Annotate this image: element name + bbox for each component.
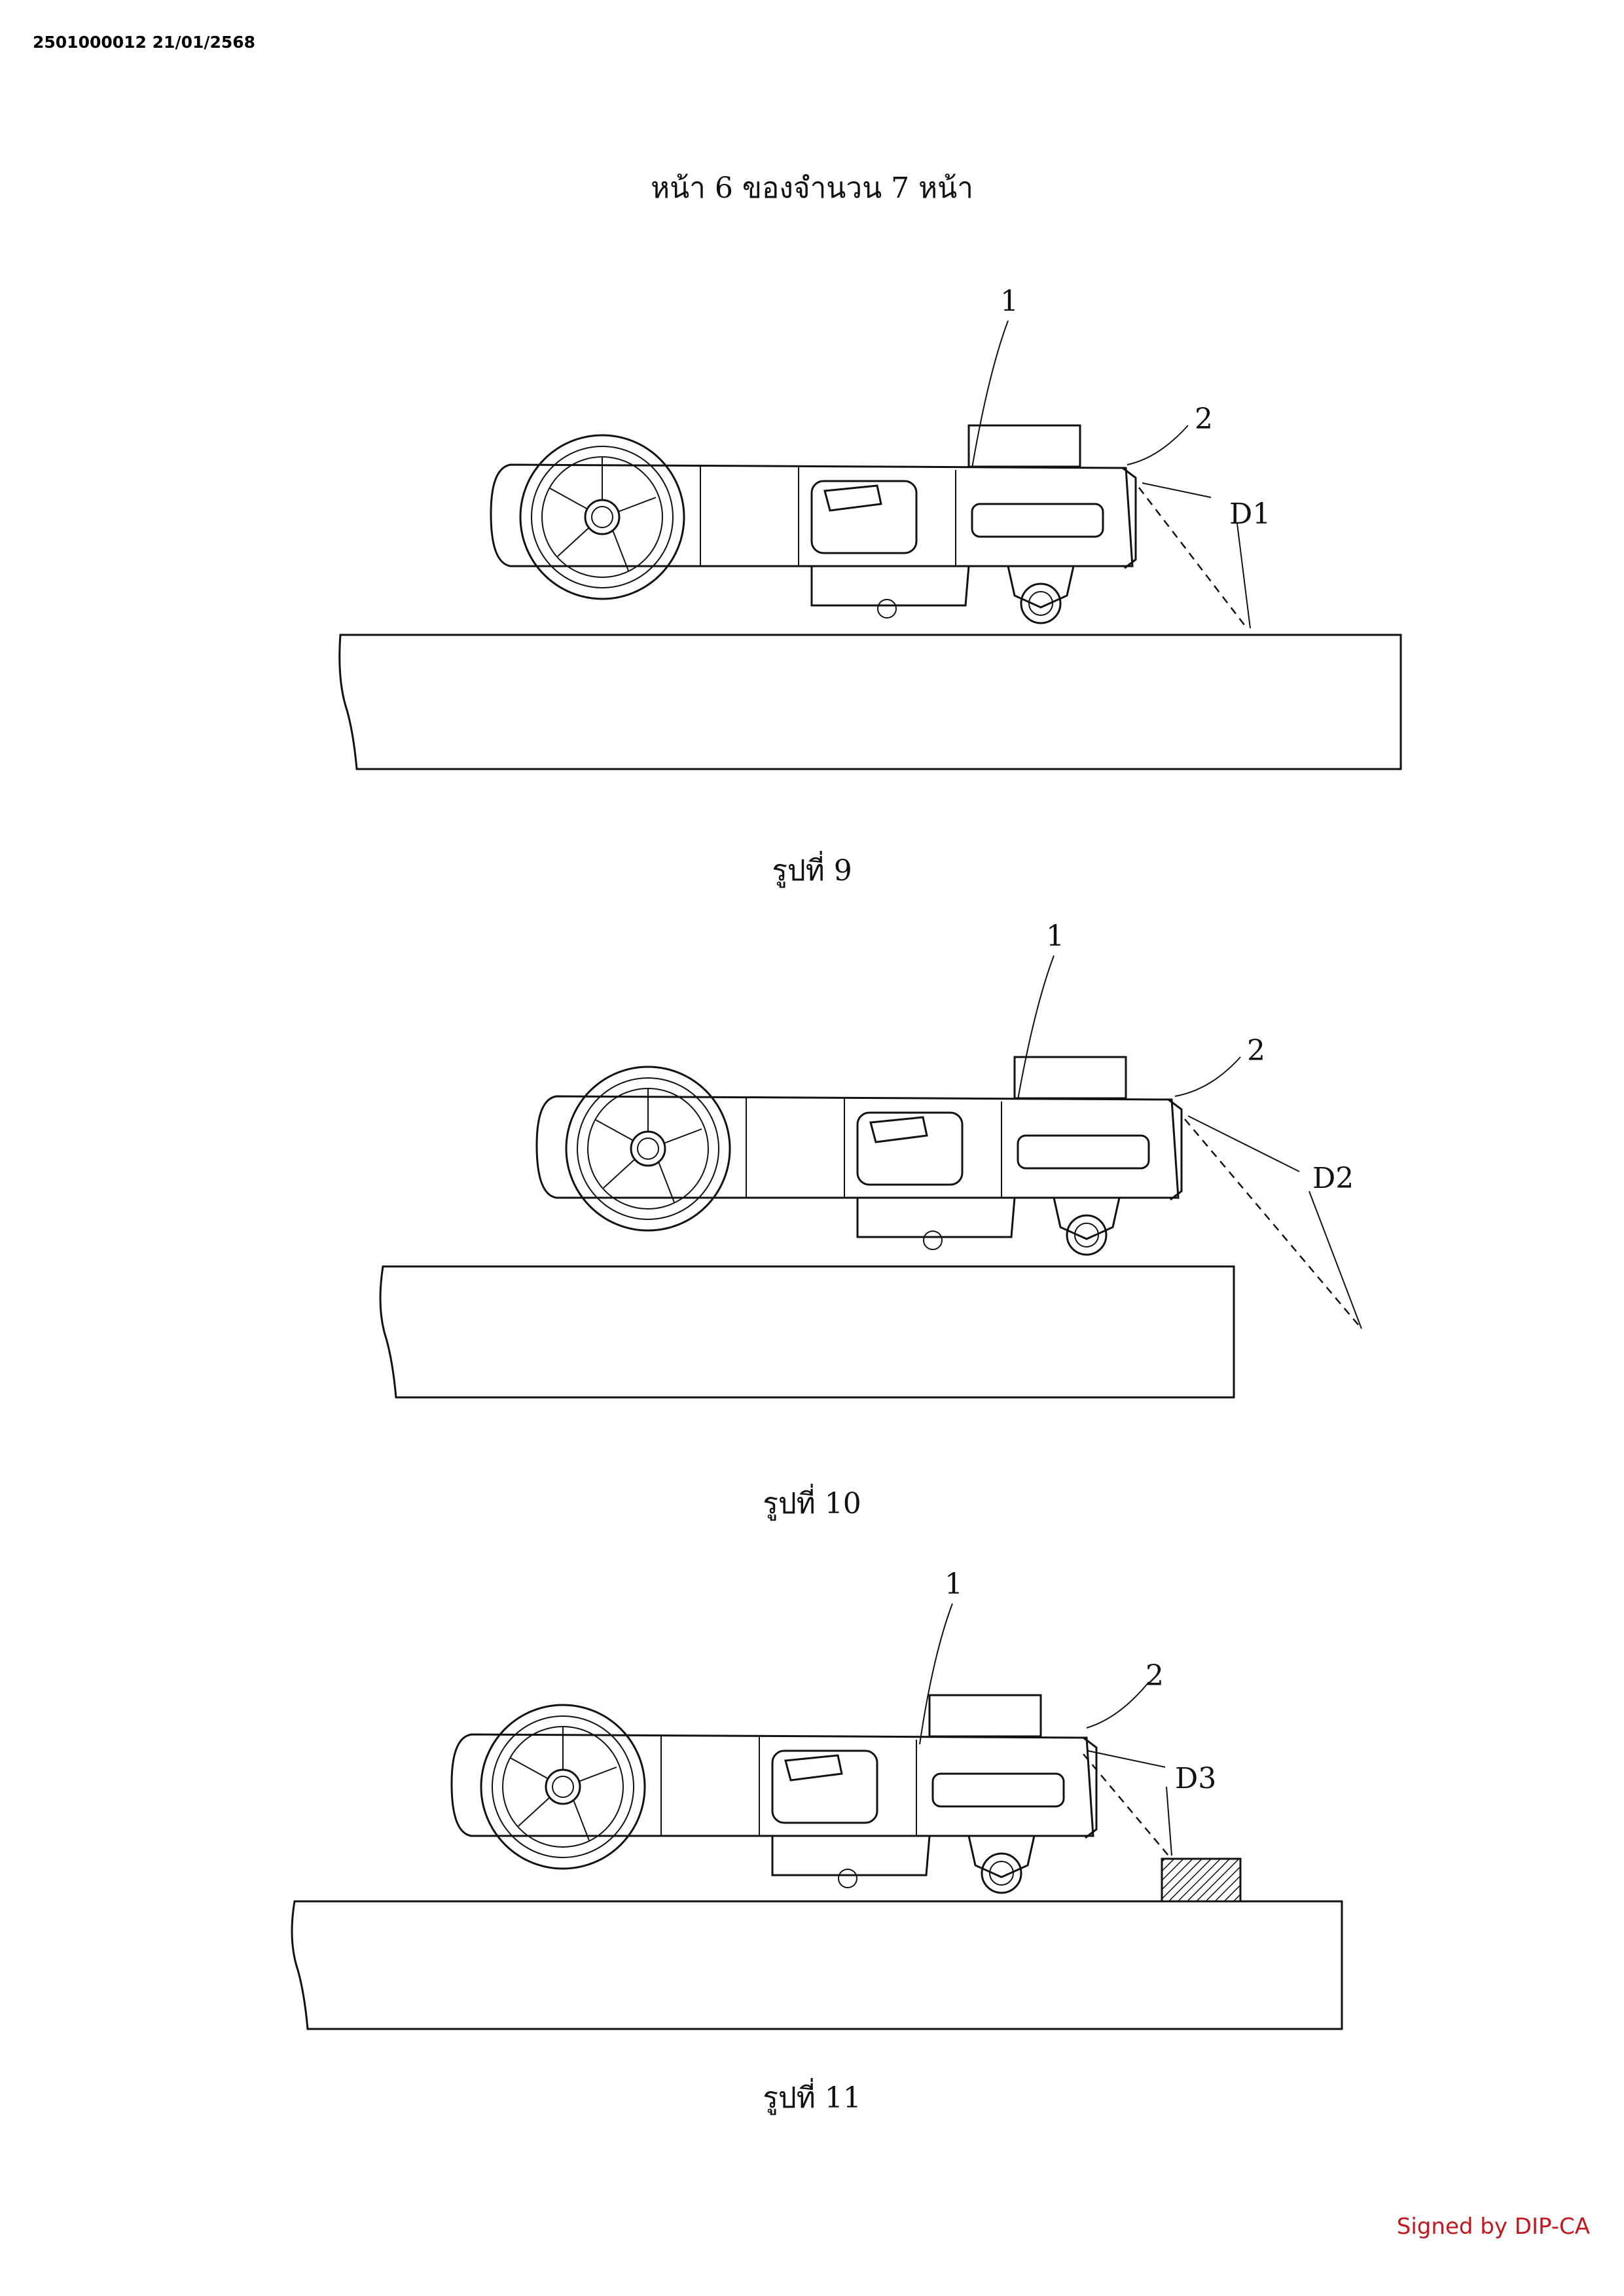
figure-10-label-robot: 1 [1046,920,1064,953]
obstacle [1161,1857,1242,1903]
digital-signature-note: Signed by DIP-CA [1396,2214,1590,2240]
figure-11-label-sensor: 2 [1146,1659,1164,1693]
figure-9-label-distance: D1 [1229,497,1271,531]
figure-9-label-sensor: 2 [1195,403,1213,436]
document-id: 2501000012 21/01/2568 [33,33,256,52]
figure-9-drawing: 1 2 D1 [338,285,1402,770]
figure-10-caption: รูปที่ 10 [763,1487,861,1520]
figure-10-label-sensor: 2 [1247,1034,1265,1067]
figure-10-drawing: 1 2 D2 [379,920,1362,1399]
figure-11-drawing: 1 2 D3 [291,1568,1343,2030]
figure-11-caption: รูปที่ 11 [763,2081,861,2115]
figure-9-label-robot: 1 [1000,285,1019,318]
figure-9-caption: รูปที่ 9 [772,854,852,888]
figure-11-label-distance: D3 [1175,1762,1216,1795]
figure-11-label-robot: 1 [945,1568,963,1601]
figure-10-label-distance: D2 [1312,1162,1354,1195]
page-label: หน้า 6 ของจำนวน 7 หน้า [651,171,973,205]
